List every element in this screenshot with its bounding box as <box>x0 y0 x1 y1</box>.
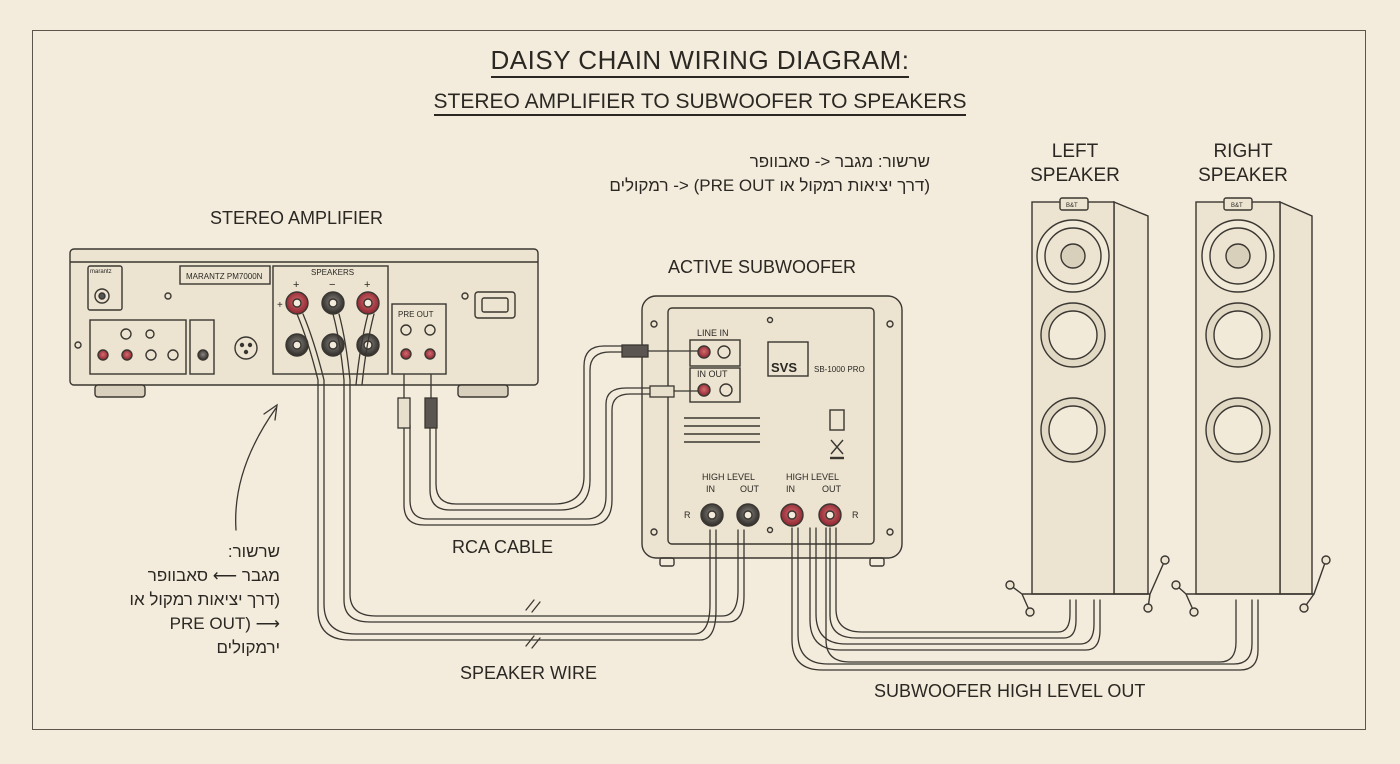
sub-line-in-text: LINE IN <box>697 328 729 338</box>
diagram-title: DAISY CHAIN WIRING DIAGRAM: <box>0 45 1400 78</box>
amp-rca-inputs <box>97 328 209 361</box>
sub-r-right: R <box>852 510 859 520</box>
amp-minus: − <box>329 279 335 291</box>
hebrew-note-top: שרשור: מגבר <- סאבוופר (דרך יציאות רמקול… <box>609 152 930 195</box>
amp-pre-out-jacks <box>400 324 436 360</box>
hebrew-note-side: שרשור: מגבר ⟵ סאבוופר (דרך יציאות רמקול … <box>129 542 280 657</box>
sub-brand-logo: SVS <box>771 360 797 375</box>
sub-out-left: OUT <box>740 484 760 494</box>
stereo-amplifier <box>69 248 539 398</box>
diagram-frame <box>32 30 1366 730</box>
sub-in-out-text: IN OUT <box>697 369 728 379</box>
subwoofer-label: ACTIVE SUBWOOFER <box>668 257 857 277</box>
amp-plus-2: + <box>364 279 370 291</box>
sub-model-text: SB-1000 PRO <box>814 365 865 374</box>
diagram-subtitle: STEREO AMPLIFIER TO SUBWOOFER TO SPEAKER… <box>0 90 1400 116</box>
sub-high-level-right: HIGH LEVEL <box>786 472 839 482</box>
speaker-wire-label: SPEAKER WIRE <box>460 663 598 683</box>
sub-high-level-out-label: SUBWOOFER HIGH LEVEL OUT <box>874 681 1146 701</box>
sub-line-in-l <box>717 345 731 359</box>
sub-high-level-terminals <box>700 503 842 527</box>
amp-speakers-text: SPEAKERS <box>311 268 354 277</box>
amp-pre-out-text: PRE OUT <box>398 310 434 319</box>
sub-high-level-left: HIGH LEVEL <box>702 472 755 482</box>
left-speaker <box>1005 197 1170 617</box>
annotation-arrow <box>235 403 278 531</box>
sub-line-in-r <box>697 345 711 359</box>
amp-model-text: MARANTZ PM7000N <box>186 272 263 281</box>
rca-cable <box>397 344 699 526</box>
sub-r-left: R <box>684 510 691 520</box>
amp-plus-1: + <box>293 279 299 291</box>
amp-xlr-jack <box>234 336 258 360</box>
right-speaker-brand: B&T <box>1231 203 1243 209</box>
left-speaker-brand: B&T <box>1066 203 1078 209</box>
amplifier-label: STEREO AMPLIFIER <box>210 208 384 228</box>
right-speaker <box>1171 197 1331 617</box>
speaker-wire <box>296 313 745 649</box>
amp-power-inlet <box>474 291 516 319</box>
amp-plus-side: + <box>277 300 283 311</box>
amp-brand-badge: marantz <box>90 269 112 275</box>
sub-in-left: IN <box>706 484 715 494</box>
active-subwoofer <box>641 295 903 567</box>
rca-cable-label: RCA CABLE <box>452 537 554 557</box>
sub-out-right: OUT <box>822 484 842 494</box>
sub-high-level-out-wire <box>791 527 1259 671</box>
sub-in-right: IN <box>786 484 795 494</box>
